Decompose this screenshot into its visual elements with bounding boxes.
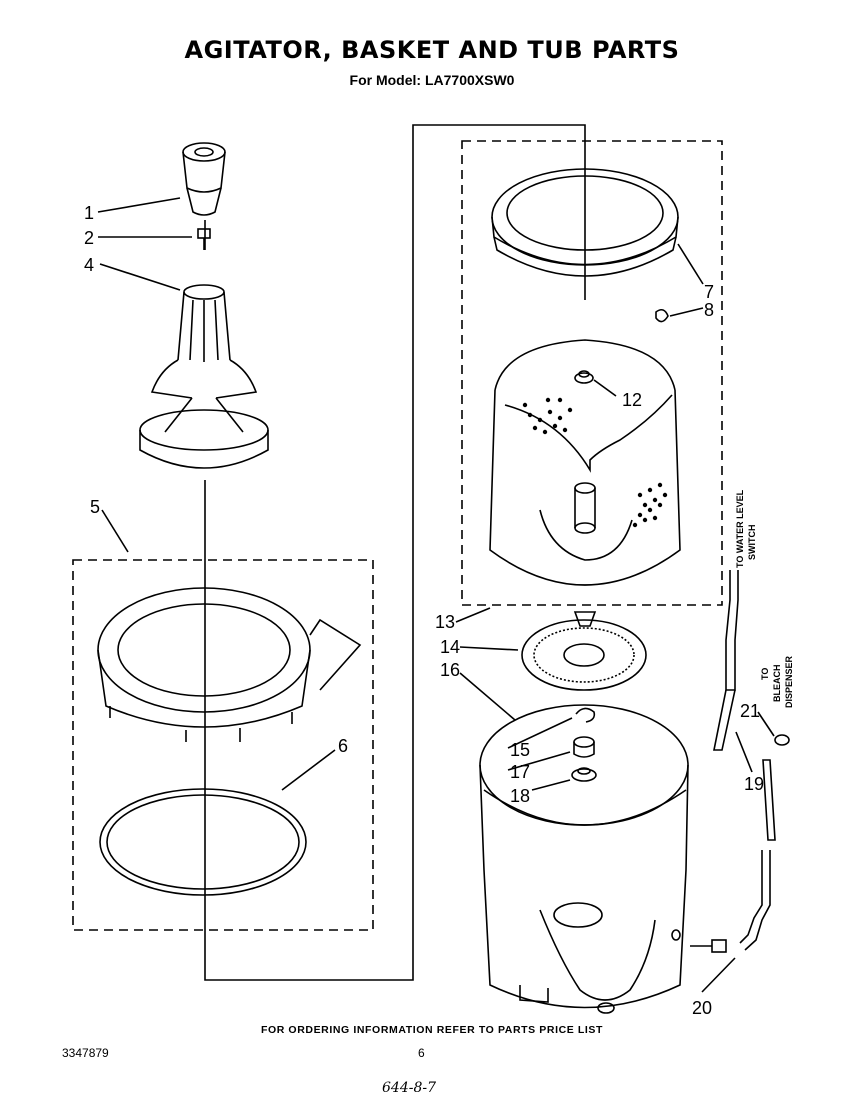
part-4-agitator <box>139 284 269 469</box>
svg-text:DISPENSER: DISPENSER <box>784 655 794 708</box>
svg-text:TO WATER LEVEL: TO WATER LEVEL <box>735 489 745 568</box>
callout-4: 4 <box>84 255 94 275</box>
callout-2: 2 <box>84 228 94 248</box>
part-6-seal-ring <box>99 788 307 896</box>
callout-16: 16 <box>440 660 460 680</box>
callout-15: 15 <box>510 740 530 760</box>
part-8-clip <box>655 308 669 323</box>
part-21-clamp <box>774 734 790 746</box>
callout-7: 7 <box>704 282 714 302</box>
ordering-note: FOR ORDERING INFORMATION REFER TO PARTS … <box>260 1024 604 1036</box>
part-12-nut <box>574 370 594 384</box>
callout-5: 5 <box>90 497 100 517</box>
part-20-hose <box>690 759 776 953</box>
svg-text:TO: TO <box>760 668 770 680</box>
callout-13: 13 <box>435 612 455 632</box>
callout-20: 20 <box>692 998 712 1018</box>
group-box-5 <box>72 559 374 931</box>
callout-8: 8 <box>704 300 714 320</box>
svg-text:SWITCH: SWITCH <box>747 525 757 561</box>
leader-lines <box>97 197 775 993</box>
callout-17: 17 <box>510 762 530 782</box>
basket-perforations <box>522 397 668 528</box>
part-14-brake <box>521 619 647 691</box>
page-title: AGITATOR, BASKET AND TUB PARTS <box>184 36 680 64</box>
part-19-hose <box>713 570 739 751</box>
callout-1: 1 <box>84 203 94 223</box>
callout-19: 19 <box>744 774 764 794</box>
part-18-seal <box>571 767 597 782</box>
part-2-fastener <box>197 228 211 250</box>
callout-18: 18 <box>510 786 530 806</box>
callout-6: 6 <box>338 736 348 756</box>
part-16-outer-tub <box>479 704 689 1014</box>
water-level-label: TO WATER LEVEL SWITCH <box>735 489 757 568</box>
part-1-agitator-cap <box>182 142 226 216</box>
page-number: 6 <box>418 1046 425 1060</box>
part-basket <box>489 339 681 586</box>
document-number: 3347879 <box>62 1046 109 1060</box>
part-17-coupling <box>573 736 595 758</box>
callout-14: 14 <box>440 637 460 657</box>
svg-text:BLEACH: BLEACH <box>772 665 782 703</box>
callout-12: 12 <box>622 390 642 410</box>
bleach-dispenser-label: TO BLEACH DISPENSER <box>760 655 794 708</box>
part-5-tub-ring <box>97 587 362 742</box>
model-subtitle: For Model: LA7700XSW0 <box>349 72 515 88</box>
assembly-connector-line <box>204 124 586 981</box>
part-15-clip <box>575 707 596 723</box>
handwritten-note: 644-8-7 <box>382 1080 436 1096</box>
part-13-hub <box>573 611 597 627</box>
callout-21: 21 <box>740 701 760 721</box>
part-7-balance-ring <box>491 168 679 277</box>
group-box-13 <box>461 140 723 606</box>
callout-numbers: 1 2 4 5 6 7 8 12 13 14 16 15 17 18 21 19… <box>84 203 764 1018</box>
